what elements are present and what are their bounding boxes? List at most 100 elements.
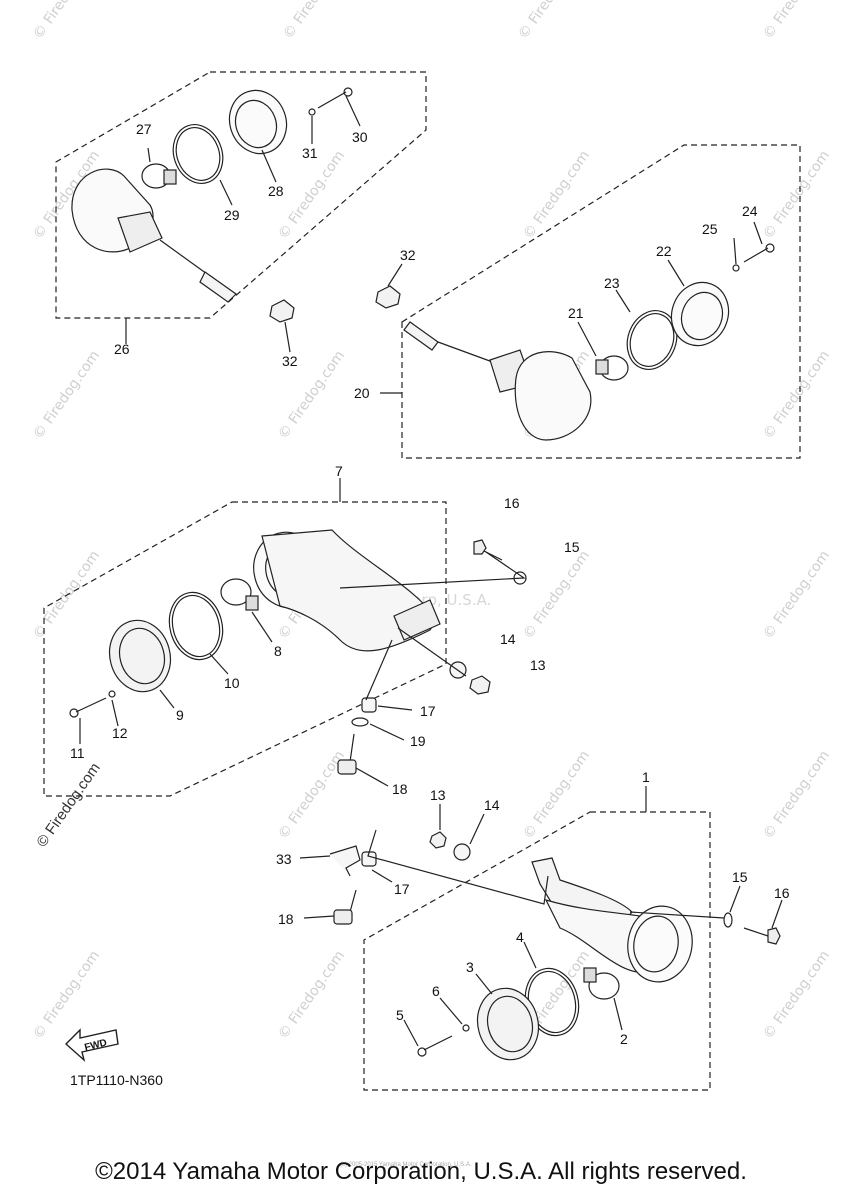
- callout-29: 29: [224, 207, 240, 223]
- screw-5-head: [417, 1047, 427, 1057]
- rim-28: [228, 89, 288, 155]
- washer-25: [732, 264, 740, 272]
- rim-9: [108, 619, 172, 693]
- gasket-10-inner: [171, 594, 221, 658]
- watermark: © Firedog.com: [760, 0, 833, 42]
- leader-line: [159, 689, 175, 709]
- group-frame: [363, 811, 711, 1091]
- rim-22: [670, 281, 730, 347]
- leader-line: [261, 149, 277, 183]
- screw-5: [423, 1035, 453, 1051]
- assembly-7: [43, 478, 527, 797]
- leader-line: [303, 915, 335, 919]
- callout-11: 11: [70, 745, 85, 761]
- callout-32: 32: [282, 353, 298, 369]
- leader-line: [469, 813, 485, 845]
- callout-16: 16: [504, 495, 520, 511]
- callout-30: 30: [352, 129, 368, 145]
- leader-line: [371, 869, 393, 883]
- washer-15: [723, 912, 733, 928]
- bolt-16: [743, 927, 769, 937]
- washer-6: [462, 1024, 470, 1032]
- stem-bracket: [393, 599, 441, 641]
- watermark: © Firedog.com: [760, 148, 833, 242]
- callout-1: 1: [642, 769, 650, 785]
- washer-12: [108, 690, 116, 698]
- gasket-10: [168, 591, 224, 661]
- leader-line: [615, 289, 631, 313]
- callout-13: 13: [530, 657, 546, 673]
- callout-22: 22: [656, 243, 672, 259]
- leader-line: [613, 997, 623, 1031]
- leader-line: [147, 147, 151, 163]
- callout-25: 25: [702, 221, 718, 237]
- leader-line: [733, 237, 737, 265]
- group-frame: [401, 144, 801, 459]
- watermark: © Firedog.com: [30, 0, 103, 42]
- callout-21: 21: [568, 305, 584, 321]
- assembly-20: [375, 144, 801, 459]
- rim-9-inner: [118, 627, 166, 685]
- axis-line: [397, 627, 467, 677]
- gasket-23-inner: [629, 313, 675, 367]
- bulb-base: [583, 967, 597, 983]
- nut-13: [429, 831, 447, 849]
- watermark: © Firedog.com: [280, 0, 353, 42]
- watermark: © Firedog.com: [275, 748, 348, 842]
- leader-line: [387, 263, 403, 287]
- rim-28-inner: [234, 99, 278, 149]
- collar-17: [361, 697, 377, 713]
- assembly-26: [55, 71, 427, 353]
- bolt-16-head: [473, 539, 487, 555]
- callout-26: 26: [114, 341, 130, 357]
- callout-15: 15: [564, 539, 580, 555]
- watermark: © Firedog.com: [520, 548, 593, 642]
- nut-32: [375, 285, 401, 309]
- bulb-base: [245, 595, 259, 611]
- screw-24: [743, 247, 769, 263]
- callout-16: 16: [774, 885, 790, 901]
- axis-line: [339, 551, 526, 589]
- callout-labels: 1 2 3 4 5 6 7 8 9 10 11 12 13 14 15 16 1…: [70, 121, 790, 1047]
- diagram-code: 1TP1110-N360: [70, 1072, 163, 1088]
- leader-line: [219, 179, 233, 206]
- callout-6: 6: [432, 983, 440, 999]
- axis-line: [367, 829, 549, 905]
- assembly-1: [299, 786, 783, 1091]
- fwd-label: FWD: [83, 1038, 108, 1054]
- leader-line: [577, 321, 597, 357]
- watermark: © Firedog.com: [275, 148, 348, 242]
- nut-13: [469, 675, 491, 695]
- rim-3-inner: [486, 995, 534, 1053]
- watermark-layer: © Firedog.com © Firedog.com © Firedog.co…: [30, 0, 833, 1042]
- axis-line: [365, 639, 393, 701]
- callout-28: 28: [268, 183, 284, 199]
- leader-line: [771, 899, 783, 929]
- wire-terminal: [199, 271, 237, 303]
- watermark: © Firedog.com: [30, 348, 103, 442]
- callout-4: 4: [516, 929, 524, 945]
- callout-3: 3: [466, 959, 474, 975]
- leader-line: [355, 767, 389, 787]
- bolt-16-head: [767, 927, 781, 945]
- lens-housing: [514, 351, 592, 441]
- lens-housing-face: [627, 905, 693, 983]
- bolt-18-head: [337, 759, 357, 775]
- callout-12: 12: [112, 725, 128, 741]
- callout-20: 20: [354, 385, 370, 401]
- leader-line: [284, 321, 291, 353]
- leader-line: [111, 699, 119, 727]
- callout-9: 9: [176, 707, 184, 723]
- axis-line: [629, 911, 725, 919]
- leader-line: [475, 973, 493, 995]
- bolt-18: [349, 733, 355, 763]
- screw-30-head: [343, 87, 353, 97]
- leader-line: [729, 885, 741, 913]
- screw-11: [75, 697, 107, 713]
- callout-31: 31: [302, 145, 318, 161]
- clamp-33: [329, 845, 361, 877]
- callout-23: 23: [604, 275, 620, 291]
- leader-line: [753, 221, 763, 245]
- bulb-base: [163, 169, 177, 185]
